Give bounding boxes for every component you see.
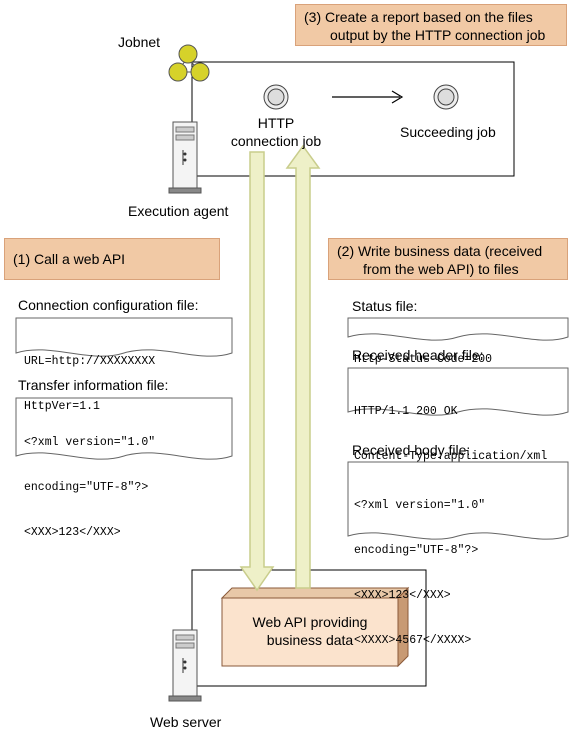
status-file-content: Http-Status-Code=200 — [354, 322, 492, 382]
body-line-3: <XXX>123</XXX> — [354, 589, 451, 602]
web-api-label: Web API providing business data — [222, 613, 398, 649]
connection-file-doc — [15, 317, 233, 357]
body-line-4: <XXXX>4567</XXXX> — [354, 634, 472, 647]
http-job-label-line2: connection job — [230, 133, 322, 149]
web-api-line2: business data — [266, 632, 354, 648]
request-arrow — [239, 151, 275, 592]
transfer-file-content: <?xml version="1.0" encoding="UTF-8"?> <… — [24, 405, 155, 555]
step1-text: (1) Call a web API — [13, 251, 126, 267]
transfer-file-title: Transfer information file: — [18, 377, 169, 393]
header-file-content: HTTP/1.1 200 OK Content-Type:application… — [354, 374, 547, 479]
web-server-icon — [168, 629, 202, 702]
step2-line1: (2) Write business data (received — [337, 243, 543, 259]
http-job-label-line1: HTTP — [257, 115, 295, 131]
status-file-doc — [347, 317, 569, 341]
job-flow-arrow — [332, 90, 404, 104]
header-file-doc — [347, 367, 569, 416]
transfer-file-doc — [15, 397, 233, 460]
execution-agent-server-icon — [168, 121, 202, 194]
connection-line-2: HttpVer=1.1 — [24, 400, 100, 413]
header-file-title: Received header file: — [352, 347, 484, 363]
step3-line2: output by the HTTP connection job — [330, 27, 546, 43]
step2-callout: (2) Write business data (received from t… — [328, 238, 568, 280]
jobnet-label: Jobnet — [118, 34, 161, 50]
connection-line-1: URL=http://XXXXXXXX — [24, 355, 156, 368]
transfer-line-1: <?xml version="1.0" — [24, 436, 156, 449]
header-line-1: HTTP/1.1 200 OK — [354, 405, 458, 418]
succeeding-job-label: Succeeding job — [400, 124, 496, 140]
http-job-label: HTTP connection job — [226, 114, 326, 150]
jobnet-icon — [168, 44, 210, 82]
response-arrow — [285, 144, 321, 589]
transfer-line-3: <XXX>123</XXX> — [24, 526, 121, 539]
step1-callout: (1) Call a web API — [4, 238, 220, 280]
transfer-line-2: encoding="UTF-8"?> — [24, 481, 149, 494]
header-line-2: Content-Type:application/xml — [354, 450, 548, 463]
body-line-1: <?xml version="1.0" — [354, 499, 486, 512]
step3-line1: (3) Create a report based on the files — [304, 9, 533, 25]
body-file-title: Received body file: — [352, 442, 471, 458]
execution-agent-label: Execution agent — [128, 203, 229, 219]
step2-line2: from the web API) to files — [363, 261, 519, 277]
body-line-2: encoding="UTF-8"?> — [354, 544, 479, 557]
web-server-label: Web server — [150, 714, 222, 730]
succeeding-job-icon — [433, 84, 459, 110]
http-job-icon — [263, 84, 289, 110]
status-line-1: Http-Status-Code=200 — [354, 353, 493, 366]
status-file-title: Status file: — [352, 298, 418, 314]
connection-file-content: URL=http://XXXXXXXX HttpVer=1.1 — [24, 324, 155, 429]
connection-file-title: Connection configuration file: — [18, 297, 199, 313]
web-api-box — [220, 586, 410, 668]
web-api-line1: Web API providing — [252, 614, 368, 630]
jobnet-box — [191, 61, 515, 177]
step3-callout: (3) Create a report based on the files o… — [295, 4, 567, 46]
body-file-content: <?xml version="1.0" encoding="UTF-8"?> <… — [354, 468, 485, 663]
body-file-doc — [347, 461, 569, 540]
